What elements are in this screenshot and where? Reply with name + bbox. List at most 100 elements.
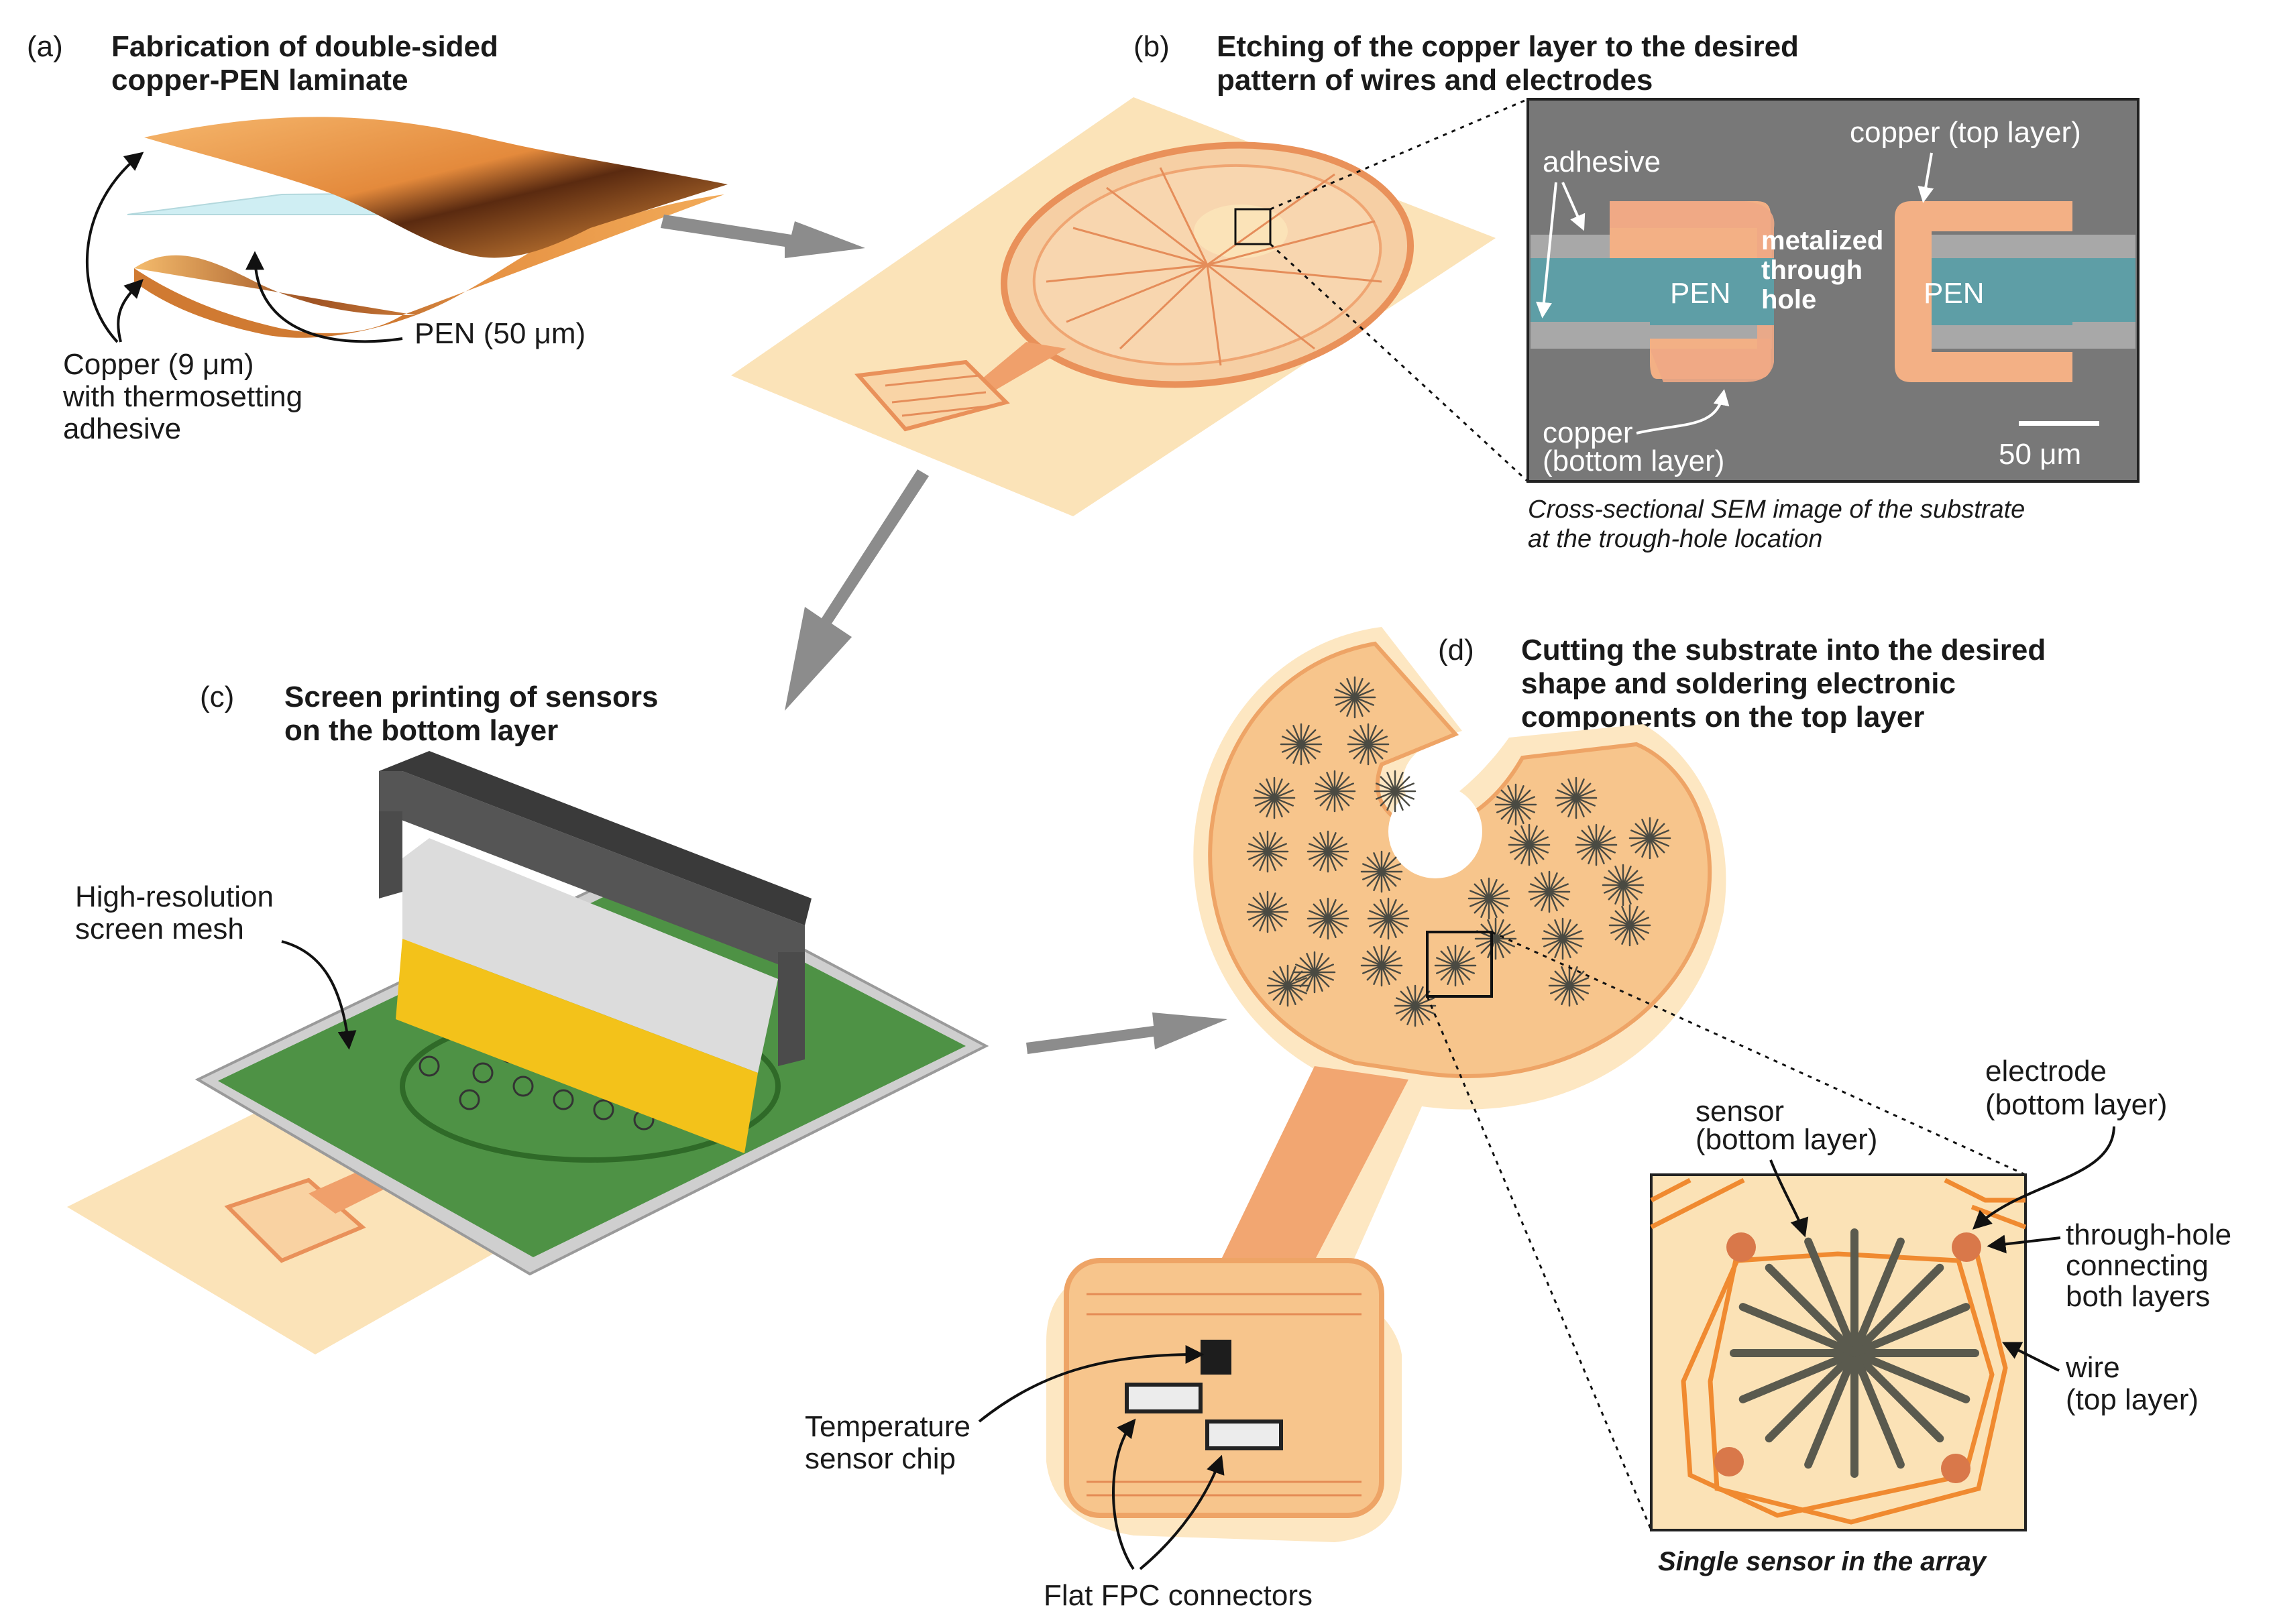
electrode-top-right (1952, 1232, 1981, 1262)
pen-label: PEN (50 μm) (414, 317, 586, 350)
panel-d-title-3: components on the top layer (1521, 701, 1924, 734)
sem-metalized-3: hole (1761, 285, 1816, 314)
fpc-label: Flat FPC connectors (1044, 1579, 1313, 1612)
sensor-star (1394, 984, 1437, 1027)
sensor-star (1434, 944, 1477, 987)
panel-d-title-1: Cutting the substrate into the desired (1521, 634, 2046, 666)
temp-chip-label-1: Temperature (805, 1410, 970, 1443)
panel-a: (a) Fabrication of double-sided copper-P… (27, 30, 728, 445)
electrode-bottom-right (1941, 1454, 1970, 1483)
sem-metalized-2: through (1761, 255, 1863, 285)
fpc-connector-right (1205, 1419, 1283, 1450)
temp-chip-label-2: sensor chip (805, 1442, 956, 1475)
electrode-top-left (1726, 1232, 1756, 1262)
sem-scale-label: 50 μm (1999, 438, 2081, 471)
inset-caption: Single sensor in the array (1658, 1547, 1987, 1576)
panel-b-letter: (b) (1133, 30, 1170, 63)
panel-d-letter: (d) (1438, 634, 1474, 666)
sensor-star (1541, 917, 1584, 960)
sensor-star (1253, 776, 1296, 819)
inset-electrode-label-1: electrode (1985, 1055, 2107, 1088)
inset-through-label-1: through-hole (2066, 1218, 2231, 1251)
inset-wire-label-1: wire (2065, 1351, 2120, 1384)
sem-copper-bottom-2: (bottom layer) (1543, 445, 1724, 477)
copper-label-1: Copper (9 μm) (63, 348, 254, 381)
squeegee-blade (396, 939, 758, 1153)
arrow-b-to-c (785, 469, 929, 711)
sensor-star (1608, 904, 1651, 947)
sem-metalized-1: metalized (1761, 226, 1883, 255)
sem-pen-left: PEN (1670, 277, 1730, 310)
sensor-star (1374, 770, 1417, 813)
sensor-star (1347, 723, 1390, 766)
sem-adhesive-label: adhesive (1543, 146, 1661, 178)
sensor-array (1246, 676, 1671, 1027)
inset-through-label-2: connecting (2066, 1249, 2209, 1282)
fpc-connector-left (1125, 1383, 1203, 1413)
sem-pen-right: PEN (1924, 277, 1984, 310)
sem-image: adhesive copper (top layer) metalized th… (1526, 98, 2140, 483)
panel-a-title-2: copper-PEN laminate (111, 64, 408, 97)
zoom-box-d (1426, 931, 1493, 998)
sensor-star (1474, 917, 1517, 960)
sensor-star (1313, 770, 1356, 813)
sensor-star (1367, 897, 1410, 940)
single-sensor-inset (1650, 1173, 2027, 1531)
panel-c-title-2: on the bottom layer (284, 714, 558, 747)
inset-through-label-3: both layers (2066, 1280, 2210, 1313)
sensor-star (1494, 783, 1537, 826)
sensor-star (1528, 870, 1571, 913)
sensor-star (1246, 830, 1289, 873)
sensor-star (1333, 676, 1376, 719)
sensor-star (1266, 964, 1309, 1007)
sensor-star (1548, 964, 1591, 1007)
panel-c-title-1: Screen printing of sensors (284, 681, 658, 713)
sem-caption-2: at the trough-hole location (1528, 525, 1822, 553)
electrode-bottom-left (1714, 1447, 1744, 1476)
inset-sensor-star (1730, 1228, 1979, 1478)
panel-d-title-2: shape and soldering electronic (1521, 667, 1956, 700)
sem-copper-top-label: copper (top layer) (1850, 116, 2081, 149)
cut-substrate (1046, 627, 1726, 1542)
sem-caption-1: Cross-sectional SEM image of the substra… (1528, 496, 2025, 524)
copper-label-2: with thermosetting (62, 380, 302, 413)
panel-a-title-1: Fabrication of double-sided (111, 30, 498, 63)
sensor-star (1360, 944, 1403, 987)
sensor-star (1467, 877, 1510, 920)
panel-b-title-1: Etching of the copper layer to the desir… (1217, 30, 1799, 63)
squeegee (379, 751, 812, 1153)
inset-electrode-label-2: (bottom layer) (1985, 1088, 2167, 1121)
inset-sensor-label-1: sensor (1696, 1095, 1784, 1128)
panel-d: (d) Cutting the substrate into the desir… (805, 627, 2231, 1612)
panel-b: (b) Etching of the copper layer to the d… (731, 30, 2140, 553)
sensor-star (1246, 890, 1289, 933)
copper-bottom-sheet (134, 194, 724, 315)
panel-c: (c) Screen printing of sensors on the bo… (67, 681, 989, 1354)
inset-sensor-label-2: (bottom layer) (1696, 1123, 1877, 1156)
etched-pattern (854, 141, 1414, 432)
copper-top-sheet (144, 117, 728, 258)
sensor-star (1307, 830, 1349, 873)
sensor-star (1360, 850, 1403, 893)
arrow-a-to-b (661, 215, 865, 258)
inset-sensor-arm (1730, 1228, 1979, 1478)
panel-b-title-2: pattern of wires and electrodes (1217, 64, 1653, 97)
sensor-star (1293, 951, 1336, 994)
zoom-box-b (1234, 208, 1272, 245)
arrow-c-to-d (1026, 1012, 1227, 1054)
sensor-star (1280, 723, 1323, 766)
sensor-star (1508, 823, 1551, 866)
inset-wire-label-2: (top layer) (2066, 1383, 2199, 1416)
sensor-star (1307, 897, 1349, 940)
squeegee-blade-top (402, 838, 778, 1073)
sensor-star (1628, 817, 1671, 860)
process-arrows (661, 215, 1227, 1054)
panel-c-letter: (c) (200, 681, 234, 713)
mesh-label-1: High-resolution (75, 880, 274, 913)
panel-a-letter: (a) (27, 30, 63, 63)
temperature-chip (1201, 1340, 1231, 1375)
mesh-label-2: screen mesh (75, 913, 244, 945)
sensor-star (1575, 823, 1618, 866)
sensor-star (1555, 776, 1598, 819)
